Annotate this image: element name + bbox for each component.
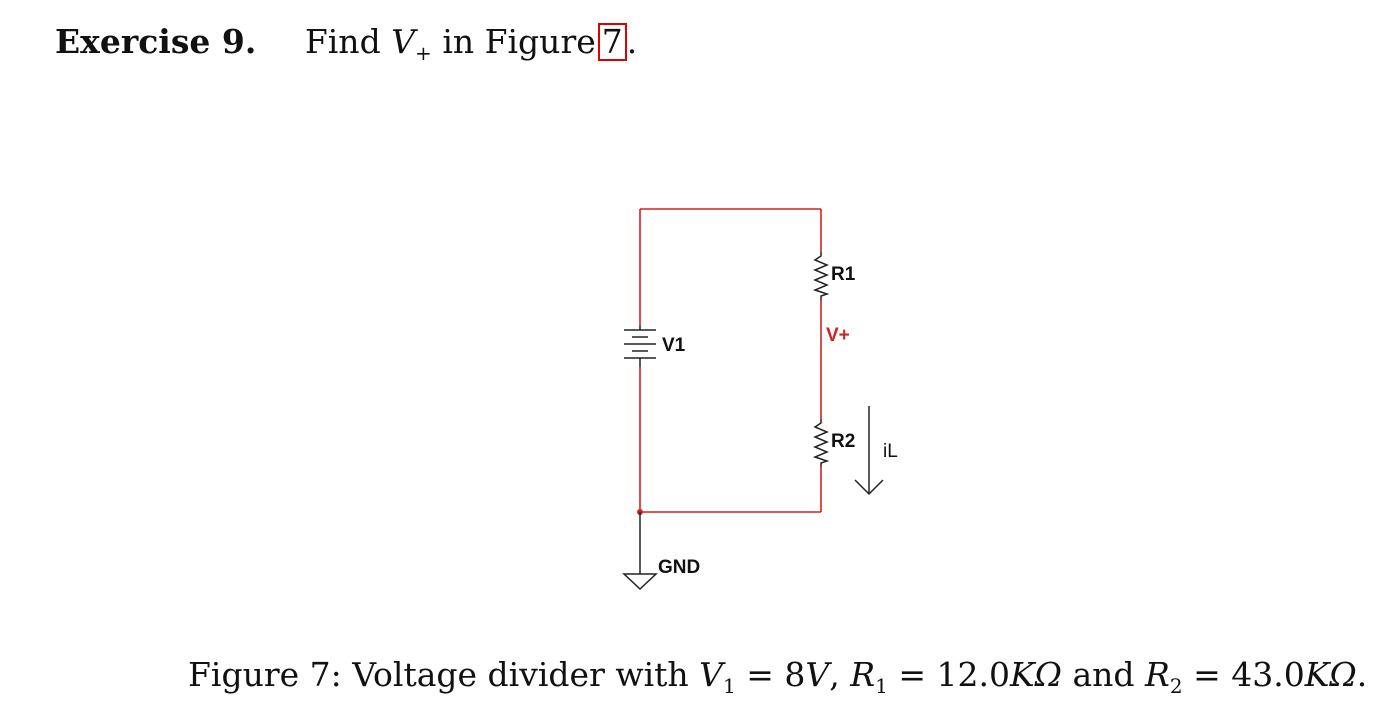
caption-prefix: Figure 7:: [188, 655, 342, 694]
caption-v1: V1: [699, 655, 736, 698]
ground-symbol: [622, 512, 658, 591]
v-plus-symbol: V+: [391, 22, 432, 65]
caption-and: and: [1072, 655, 1135, 694]
resistor-r1-symbol: [812, 252, 830, 300]
caption-v1-unit: V: [805, 655, 830, 694]
resistor-r2-symbol: [812, 419, 830, 467]
exercise-period: .: [626, 22, 638, 61]
caption-r2-unit: KΩ: [1304, 655, 1357, 694]
circuit-wires: [639, 208, 822, 513]
caption-r1-unit: KΩ: [1009, 655, 1062, 694]
label-v-plus: V+: [826, 325, 850, 346]
exercise-text-find: Find: [304, 22, 381, 61]
caption-comma: ,: [829, 655, 840, 694]
figure-caption: Figure 7: Voltage divider with V1 = 8V, …: [188, 655, 1367, 698]
caption-r2-eq: = 43.0: [1193, 655, 1305, 694]
label-r1: R1: [831, 264, 856, 285]
label-gnd: GND: [658, 557, 700, 578]
caption-text: Voltage divider with: [352, 655, 689, 694]
exercise-text-in-figure: in Figure: [442, 22, 596, 61]
caption-r1-eq: = 12.0: [898, 655, 1010, 694]
figure-reference-link[interactable]: 7: [597, 23, 627, 61]
caption-v1-eq: = 8: [746, 655, 806, 694]
caption-period: .: [1356, 655, 1368, 694]
label-il: iL: [883, 441, 898, 462]
caption-r1: R1: [850, 655, 888, 698]
exercise-label: Exercise 9.: [55, 22, 257, 61]
battery-symbol: [624, 325, 656, 367]
label-v1: V1: [662, 335, 686, 356]
label-r2: R2: [831, 431, 855, 452]
caption-r2: R2: [1145, 655, 1183, 698]
current-arrow: [854, 406, 884, 496]
